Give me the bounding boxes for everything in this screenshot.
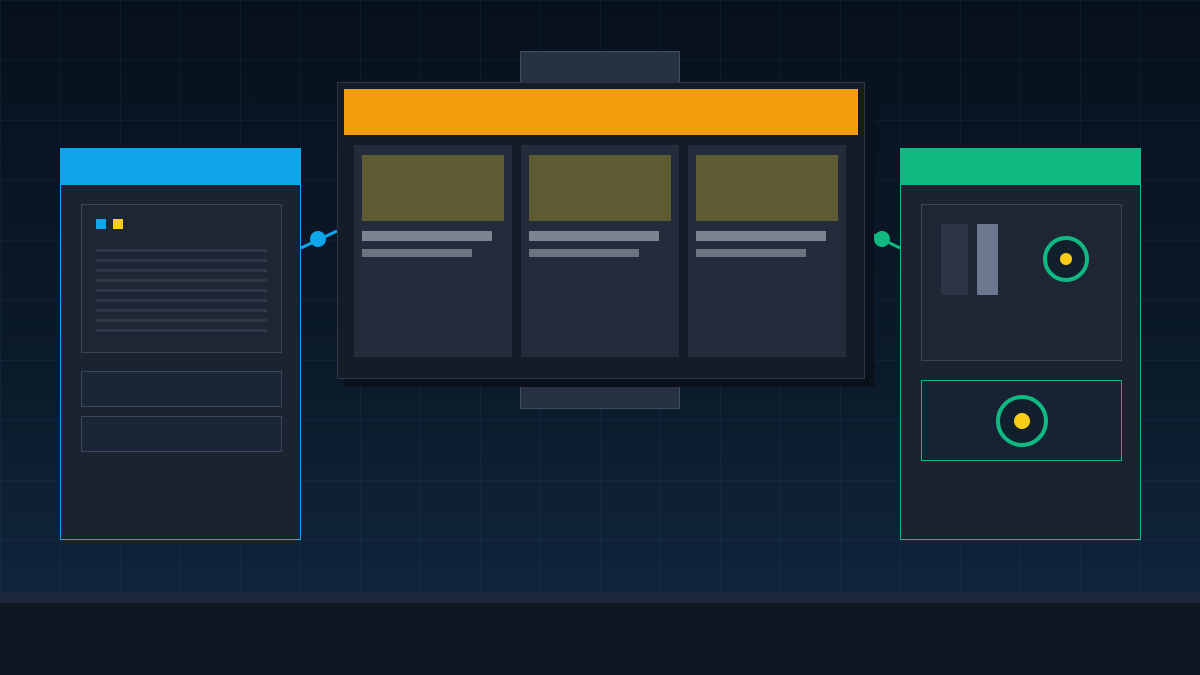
bar-widget — [921, 204, 1122, 361]
text-line — [96, 299, 267, 302]
card-title-line — [362, 231, 492, 241]
right-connector-node — [874, 231, 890, 247]
window-title-bar — [344, 89, 858, 135]
right-panel-header — [901, 149, 1140, 185]
content-card — [354, 145, 512, 357]
bar-column — [941, 224, 968, 295]
card-image — [696, 155, 838, 221]
card-title-line — [529, 231, 659, 241]
left-panel-header — [61, 149, 300, 185]
card-title-line — [696, 231, 826, 241]
text-line — [96, 289, 267, 292]
center-window — [337, 82, 865, 379]
text-line — [96, 319, 267, 322]
left-slot — [81, 371, 282, 407]
card-image — [529, 155, 671, 221]
card-subtitle-line — [362, 249, 472, 257]
yellow-square-icon — [113, 219, 123, 229]
target-ring-icon — [1043, 236, 1089, 282]
text-line — [96, 279, 267, 282]
floor-edge — [0, 593, 1200, 603]
indicator-widget — [921, 380, 1122, 461]
content-card — [521, 145, 679, 357]
card-subtitle-line — [696, 249, 806, 257]
right-panel — [900, 148, 1141, 540]
text-line — [96, 269, 267, 272]
floor — [0, 603, 1200, 675]
left-connector-node — [310, 231, 326, 247]
blue-square-icon — [96, 219, 106, 229]
content-card — [688, 145, 846, 357]
card-subtitle-line — [529, 249, 639, 257]
target-ring-icon — [996, 395, 1048, 447]
text-line — [96, 259, 267, 262]
bar-column — [977, 224, 998, 295]
text-line — [96, 309, 267, 312]
text-line — [96, 249, 267, 252]
document-preview — [81, 204, 282, 353]
left-panel — [60, 148, 301, 540]
left-slot — [81, 416, 282, 452]
top-tab — [520, 51, 680, 83]
target-dot — [1060, 253, 1072, 265]
target-dot — [1014, 413, 1030, 429]
text-line — [96, 329, 267, 332]
card-image — [362, 155, 504, 221]
